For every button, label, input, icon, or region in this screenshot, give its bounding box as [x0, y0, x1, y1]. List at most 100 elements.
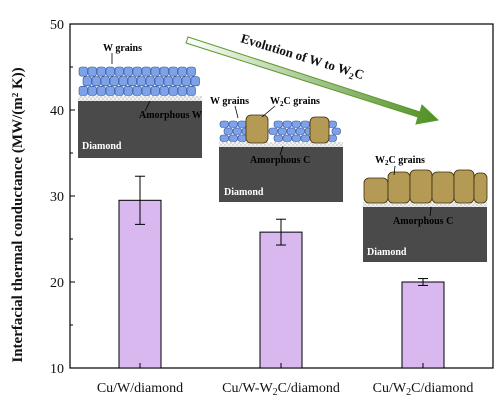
w-grain: [186, 86, 196, 96]
w-grain: [237, 120, 247, 128]
w-grain: [273, 134, 283, 142]
w-grain: [145, 76, 155, 87]
w-grain: [123, 66, 133, 77]
w-grain: [150, 86, 160, 96]
w-grain: [172, 76, 182, 87]
y-tick-label: 50: [50, 18, 64, 33]
w-grain: [223, 127, 233, 135]
w-grain: [295, 127, 305, 135]
w-grain: [82, 76, 92, 87]
y-tick-label: 10: [50, 362, 64, 377]
w-grain: [159, 66, 169, 77]
w-grain: [291, 120, 301, 128]
w-grain: [109, 76, 119, 87]
inset-w2c-on-diamond: W2C grains Amorphous C Diamond: [363, 155, 488, 262]
w-grain: [286, 127, 296, 135]
w-grain: [300, 134, 310, 142]
w-grain: [105, 66, 115, 77]
w-grain: [277, 127, 287, 135]
inset3-w2c-grains-label: W2C grains: [375, 155, 425, 167]
inset3-amorphous-label: Amorphous C: [393, 216, 453, 227]
w-grain: [273, 120, 283, 128]
w-grain: [141, 66, 151, 77]
w2c-grain: [473, 172, 488, 204]
w-grain: [105, 86, 115, 96]
w-grain: [114, 66, 124, 77]
inset1-grains-label: W grains: [103, 43, 142, 54]
x-tick-label: Cu/W-W2C/diamond: [222, 381, 340, 398]
w2c-grain: [363, 177, 389, 204]
w-grain: [154, 76, 164, 87]
w-grain: [282, 134, 292, 142]
bar: [401, 281, 445, 369]
w2c-grain: [431, 171, 455, 204]
y-axis: 10 20 30 40 50: [50, 18, 75, 377]
w-grain: [331, 127, 341, 135]
w-grain: [177, 86, 187, 96]
bar: [118, 199, 162, 369]
w2c-grain: [409, 169, 433, 204]
w2c-grain: [387, 171, 411, 204]
w-grain: [237, 134, 247, 142]
diamond-substrate: [363, 206, 487, 262]
w-grain: [181, 76, 191, 87]
w-grain: [96, 86, 106, 96]
x-tick-label: Cu/W/diamond: [97, 381, 183, 396]
amorphous-layer: [363, 202, 487, 207]
y-tick-label: 30: [50, 190, 64, 205]
evolution-arrow: Evolution of W to W2C: [185, 31, 440, 125]
bar: [259, 231, 303, 369]
w2c-grain: [453, 169, 475, 204]
w-grain: [141, 86, 151, 96]
w-grain: [114, 86, 124, 96]
w-grain: [136, 76, 146, 87]
w-grain: [118, 76, 128, 87]
w-grain: [300, 120, 310, 128]
w-grain: [186, 66, 196, 77]
inset-w-w2c-on-diamond: W grains W2C grains Amorphous C Diamond: [210, 96, 343, 202]
w-grain: [219, 120, 229, 128]
w2c-grain-layer: [363, 169, 488, 204]
diamond-substrate: [219, 146, 343, 202]
y-tick-label: 40: [50, 104, 64, 119]
w-grain: [168, 66, 178, 77]
w-grain: [91, 76, 101, 87]
w-grain: [232, 127, 242, 135]
w-grain: [268, 127, 278, 135]
amorphous-layer: [78, 96, 202, 101]
w2c-grain: [309, 116, 330, 144]
inset1-substrate-label: Diamond: [82, 141, 122, 152]
inset-w-on-diamond: W grains Amorphous W Diamond: [78, 43, 202, 158]
w-grain: [219, 134, 229, 142]
w-grain: [78, 66, 88, 77]
inset2-amorphous-label: Amorphous C: [250, 155, 310, 166]
w-grain: [282, 120, 292, 128]
inset2-w-grains-label: W grains: [210, 96, 249, 107]
w-grain: [163, 76, 173, 87]
w-grain: [177, 66, 187, 77]
x-axis: Cu/W/diamond Cu/W-W2C/diamond Cu/W2C/diamo…: [97, 363, 474, 398]
w-grain: [190, 76, 200, 87]
y-tick-label: 20: [50, 276, 64, 291]
y-axis-label: Interfacial thermal conductance (MW/(m² …: [10, 67, 26, 362]
w-grain: [96, 66, 106, 77]
x-tick-label: Cu/W2C/diamond: [373, 381, 474, 398]
w-grain: [291, 134, 301, 142]
w-grain: [132, 66, 142, 77]
w-grain: [228, 120, 238, 128]
w-grain: [150, 66, 160, 77]
w-grain: [159, 86, 169, 96]
w-grain-layer: [78, 66, 200, 96]
diamond-substrate: [78, 100, 202, 158]
w-grain: [168, 86, 178, 96]
w-grain: [87, 66, 97, 77]
bars-group: [118, 175, 445, 369]
amorphous-layer: [219, 142, 343, 147]
w-grain: [132, 86, 142, 96]
w2c-grain: [245, 114, 269, 144]
w-grain: [127, 76, 137, 87]
w-grain: [123, 86, 133, 96]
inset2-w2c-grains-label: W2C grains: [270, 96, 320, 108]
inset2-substrate-label: Diamond: [224, 187, 264, 198]
